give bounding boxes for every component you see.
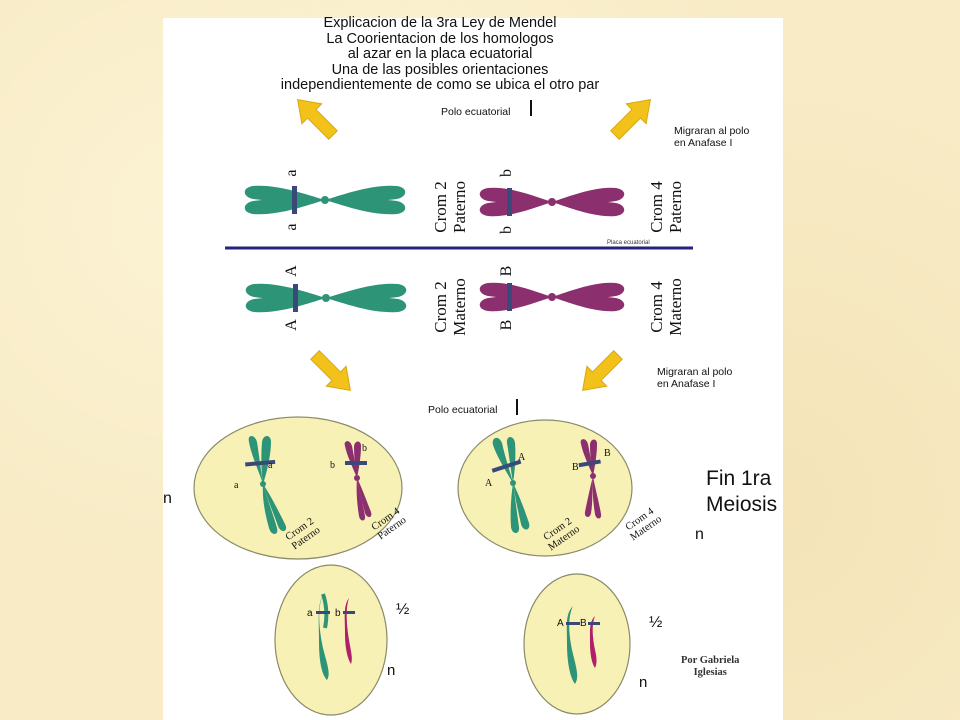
label-crom2-materno-line2: Materno bbox=[450, 278, 469, 336]
cell-left-allele-a2: a bbox=[268, 460, 273, 471]
title-line: Una de las posibles orientaciones bbox=[331, 61, 549, 78]
cell-right-allele-A1: A bbox=[485, 478, 493, 489]
arrow-down-right bbox=[310, 350, 351, 391]
chromosome-crom4-materno bbox=[479, 282, 625, 312]
migraran-bottom-note: Migraran al polo en Anafase I bbox=[657, 366, 732, 390]
half-label-left: ½ bbox=[396, 601, 410, 618]
fin-meiosis-label: Fin 1ra Meiosis bbox=[706, 466, 777, 518]
cell-left-allele-a1: a bbox=[234, 480, 239, 491]
label-crom4-paterno-line2: Paterno bbox=[666, 181, 685, 233]
allele-A-bottom: A bbox=[283, 319, 300, 331]
m2-right-allele-B: B bbox=[580, 618, 587, 629]
allele-A-top: A bbox=[283, 265, 300, 277]
arrow-down-left bbox=[582, 350, 623, 391]
arrow-up-right bbox=[610, 99, 651, 140]
chromosome-crom2-paterno bbox=[244, 185, 406, 215]
m2-left-allele-b: b bbox=[335, 608, 341, 619]
cell-right-allele-A2: A bbox=[518, 452, 526, 463]
migraran-top-line1: Migraran al polo bbox=[674, 125, 750, 137]
chromosome-crom4-paterno bbox=[479, 187, 625, 217]
polo-top-label: Polo ecuatorial bbox=[441, 106, 511, 118]
label-crom4-materno: Crom 4 Materno bbox=[647, 272, 685, 342]
chromosome-crom2-materno bbox=[245, 283, 407, 313]
label-crom2-paterno: Crom 2 Paterno bbox=[431, 172, 469, 242]
migraran-top-note: Migraran al polo en Anafase I bbox=[674, 125, 749, 149]
polo-top-mark bbox=[530, 100, 532, 116]
cell-right-allele-B2: B bbox=[604, 448, 611, 459]
label-crom4-materno-line1: Crom 4 bbox=[647, 281, 666, 333]
cell-left-crom2 bbox=[245, 436, 287, 534]
label-crom2-materno: Crom 2 Materno bbox=[431, 272, 469, 342]
allele-B-top: B bbox=[498, 265, 515, 277]
cell-right-crom4 bbox=[578, 439, 602, 519]
title-line: independientemente de como se ubica el o… bbox=[280, 77, 600, 94]
m2-right-allele-A: A bbox=[557, 618, 564, 629]
allele-a-bottom: a bbox=[283, 223, 300, 231]
title-line: La Coorientacion de los homologos bbox=[326, 30, 554, 47]
polo-bottom-mark bbox=[516, 399, 518, 415]
fin-meiosis-line2: Meiosis bbox=[706, 493, 778, 516]
label-crom4-paterno: Crom 4 Paterno bbox=[647, 172, 685, 242]
m2-left-allele-a: a bbox=[307, 608, 313, 619]
title-line: Explicacion de la 3ra Ley de Mendel bbox=[323, 15, 557, 31]
migraran-top-line2: en Anafase I bbox=[674, 137, 733, 149]
cell-right-crom2 bbox=[491, 437, 530, 533]
title-block: Explicacion de la 3ra Ley de Mendel La C… bbox=[275, 15, 605, 94]
cell-left-m2-chromosomes bbox=[316, 593, 355, 680]
allele-b-top: b bbox=[498, 169, 515, 177]
author-line1: Por Gabriela bbox=[681, 655, 740, 666]
label-crom4-paterno-line1: Crom 4 bbox=[647, 181, 666, 233]
cell-left-allele-b2: b bbox=[362, 443, 367, 454]
label-crom2-paterno-line1: Crom 2 bbox=[431, 181, 450, 233]
migraran-bottom-line1: Migraran al polo bbox=[657, 366, 733, 378]
author-credit: Por Gabriela Iglesias bbox=[681, 655, 739, 679]
n-label-right: n bbox=[695, 526, 704, 543]
fin-meiosis-line1: Fin 1ra bbox=[706, 467, 772, 490]
arrow-up-left bbox=[297, 99, 338, 140]
n-label-left: n bbox=[163, 490, 172, 507]
allele-a-top: a bbox=[283, 169, 300, 177]
placa-ecuatorial-label: Placa ecuatorial bbox=[607, 240, 650, 246]
n-label-m2-right: n bbox=[639, 674, 648, 691]
cell-left-allele-b1: b bbox=[330, 460, 335, 471]
n-label-m2-left: n bbox=[387, 662, 396, 679]
label-crom2-paterno-line2: Paterno bbox=[450, 181, 469, 233]
title-line: al azar en la placa ecuatorial bbox=[347, 46, 533, 63]
cell-left-meiosis2 bbox=[274, 564, 388, 716]
cell-left-crom4 bbox=[344, 441, 372, 521]
polo-bottom-label: Polo ecuatorial bbox=[428, 404, 498, 416]
author-line2: Iglesias bbox=[693, 667, 727, 678]
allele-b-bottom: b bbox=[498, 226, 515, 234]
label-crom4-materno-line2: Materno bbox=[666, 278, 685, 336]
cell-right-allele-B1: B bbox=[572, 462, 579, 473]
migraran-bottom-line2: en Anafase I bbox=[657, 378, 716, 390]
half-label-right: ½ bbox=[649, 614, 663, 631]
cell-right-meiosis2 bbox=[523, 573, 631, 715]
label-crom2-materno-line1: Crom 2 bbox=[431, 281, 450, 333]
cell-right-m2-chromosomes bbox=[566, 606, 600, 684]
allele-B-bottom: B bbox=[498, 319, 515, 331]
diagram-panel: Explicacion de la 3ra Ley de Mendel La C… bbox=[163, 15, 783, 720]
diagram-graphics bbox=[193, 99, 693, 716]
